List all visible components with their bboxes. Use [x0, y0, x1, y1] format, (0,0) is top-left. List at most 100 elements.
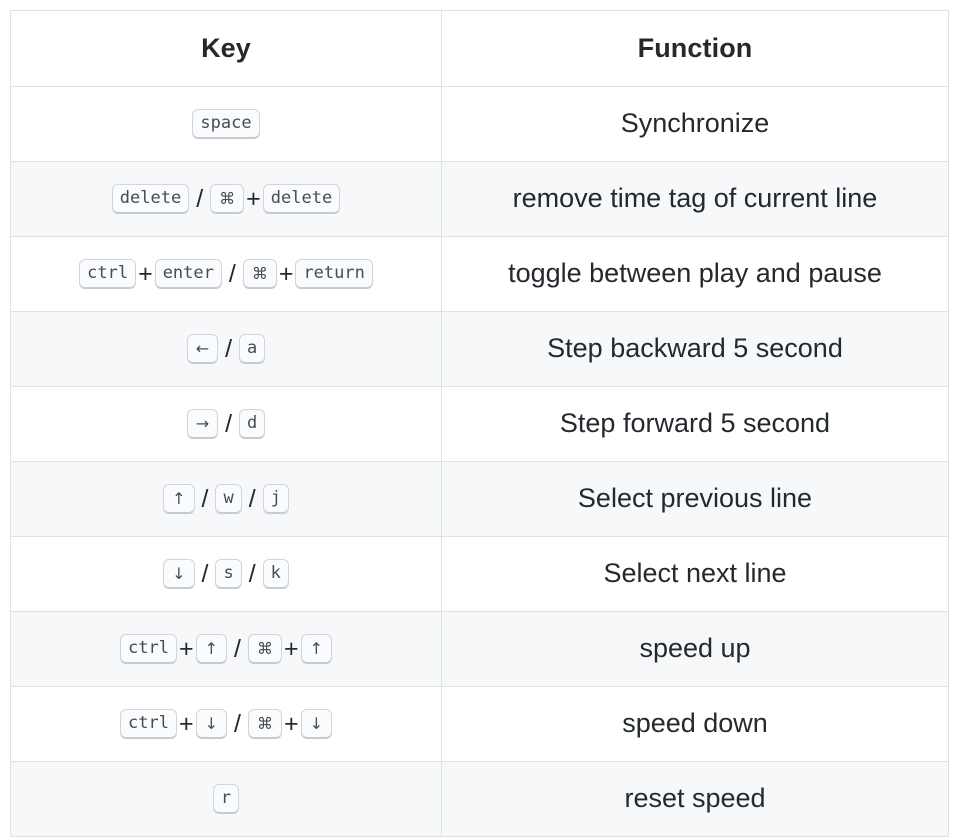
function-label: remove time tag of current line [512, 183, 878, 214]
kbd-arrow-down-icon[interactable]: ↓ [195, 709, 227, 739]
key-cell: ctrl+↓/⌘+↓ [10, 686, 442, 762]
key-combo: ↓/s/k [163, 559, 289, 589]
function-label: speed down [622, 708, 768, 739]
table-row: →/d Step forward 5 second [10, 386, 949, 462]
function-cell: speed up [441, 611, 949, 687]
function-cell: Select previous line [441, 461, 949, 537]
separator-plus: + [246, 184, 261, 213]
separator-slash: / [201, 559, 209, 588]
function-cell: Select next line [441, 536, 949, 612]
key-cell: ↓/s/k [10, 536, 442, 612]
separator-plus: + [278, 259, 294, 288]
separator-slash: / [225, 334, 233, 363]
kbd-command-icon[interactable]: ⌘ [210, 184, 245, 214]
separator-plus: + [178, 709, 194, 738]
kbd-key-a[interactable]: a [239, 334, 266, 364]
separator-plus: + [178, 634, 194, 663]
kbd-arrow-up-icon[interactable]: ↑ [195, 634, 227, 664]
kbd-arrow-left-icon[interactable]: ← [186, 334, 219, 364]
separator-slash: / [248, 559, 256, 588]
function-label: toggle between play and pause [508, 258, 882, 289]
table-row: ctrl+↑/⌘+↑speed up [10, 611, 949, 687]
function-cell: toggle between play and pause [441, 236, 949, 312]
function-label: Select next line [603, 558, 787, 589]
kbd-key-delete[interactable]: delete [111, 184, 190, 214]
kbd-key-r[interactable]: r [212, 784, 240, 814]
key-cell: →/d [10, 386, 442, 462]
separator-slash: / [196, 184, 204, 213]
kbd-key-ctrl[interactable]: ctrl [120, 634, 177, 664]
kbd-command-icon[interactable]: ⌘ [242, 259, 277, 289]
kbd-arrow-down-icon[interactable]: ↓ [300, 709, 332, 739]
key-combo: ↑/w/j [163, 484, 289, 514]
function-cell: speed down [441, 686, 949, 762]
function-label: Select previous line [577, 483, 813, 514]
function-cell: remove time tag of current line [441, 161, 949, 237]
column-header-function: Function [441, 10, 949, 87]
key-combo: ←/a [186, 334, 266, 364]
separator-slash: / [234, 709, 241, 738]
kbd-arrow-down-icon[interactable]: ↓ [163, 559, 195, 589]
separator-slash: / [248, 484, 256, 513]
separator-slash: / [225, 409, 233, 438]
separator-slash: / [234, 634, 241, 663]
function-cell: Synchronize [441, 86, 949, 162]
table-row: ←/a Step backward 5 second [10, 311, 949, 387]
table-row: space Synchronize [10, 86, 949, 162]
kbd-key-enter[interactable]: enter [154, 259, 222, 289]
function-label: Step backward 5 second [547, 333, 843, 364]
separator-plus: + [138, 259, 153, 288]
kbd-arrow-up-icon[interactable]: ↑ [300, 634, 332, 664]
key-combo: space [192, 109, 260, 139]
kbd-command-icon[interactable]: ⌘ [247, 709, 282, 739]
separator-plus: + [283, 709, 299, 738]
kbd-arrow-right-icon[interactable]: → [186, 409, 219, 439]
kbd-key-ctrl[interactable]: ctrl [120, 709, 177, 739]
kbd-key-space[interactable]: space [192, 109, 260, 139]
kbd-key-s[interactable]: s [215, 559, 242, 589]
kbd-key-k[interactable]: k [262, 559, 289, 589]
key-combo: ctrl+↓/⌘+↓ [120, 709, 332, 739]
key-combo: ctrl+↑/⌘+↑ [120, 634, 332, 664]
function-label: reset speed [624, 783, 766, 814]
separator-slash: / [228, 259, 236, 288]
key-cell: ↑/w/j [10, 461, 442, 537]
separator-slash: / [201, 484, 209, 513]
function-label: Step forward 5 second [559, 408, 831, 439]
function-label: Synchronize [620, 108, 770, 139]
table-row: r reset speed [10, 761, 949, 837]
column-header-key: Key [10, 10, 442, 87]
function-label: speed up [639, 633, 751, 664]
key-cell: ctrl+enter/⌘+return [10, 236, 442, 312]
key-cell: r [10, 761, 442, 837]
kbd-arrow-up-icon[interactable]: ↑ [163, 484, 195, 514]
key-combo: r [212, 784, 240, 814]
function-cell: reset speed [441, 761, 949, 837]
key-combo: ctrl+enter/⌘+return [79, 259, 373, 289]
key-combo: delete/⌘+delete [111, 184, 341, 214]
key-combo: →/d [186, 409, 266, 439]
kbd-key-return[interactable]: return [295, 259, 373, 289]
kbd-key-d[interactable]: d [239, 409, 266, 439]
table-header-row: Key Function [10, 10, 949, 87]
table-row: ctrl+↓/⌘+↓speed down [10, 686, 949, 762]
kbd-key-w[interactable]: w [215, 484, 242, 514]
kbd-key-delete[interactable]: delete [262, 184, 341, 214]
kbd-key-ctrl[interactable]: ctrl [79, 259, 137, 289]
table-header: Key Function [10, 10, 949, 87]
kbd-key-j[interactable]: j [262, 484, 289, 514]
function-cell: Step backward 5 second [441, 311, 949, 387]
key-cell: ←/a [10, 311, 442, 387]
key-cell: ctrl+↑/⌘+↑ [10, 611, 442, 687]
kbd-command-icon[interactable]: ⌘ [247, 634, 282, 664]
separator-plus: + [283, 634, 299, 663]
function-cell: Step forward 5 second [441, 386, 949, 462]
key-cell: space [10, 86, 442, 162]
